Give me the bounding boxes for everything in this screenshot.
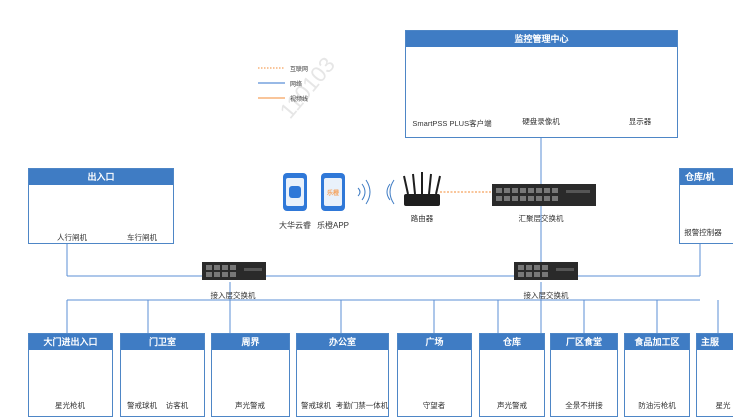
zone-canteen: 厂区食堂 — [550, 333, 618, 417]
zone-office-device-2-label: 考勤门禁一体机 — [335, 401, 389, 410]
lechange-app-label: 乐橙APP — [316, 221, 350, 230]
lechange-app-phone-icon: 乐橙 — [321, 173, 345, 211]
zone-main-partial-device-label: 星光 — [715, 401, 731, 410]
zone-guardroom-title: 门卫室 — [121, 334, 204, 350]
svg-text:乐橙: 乐橙 — [327, 189, 340, 197]
access-switch-1-icon — [202, 262, 266, 280]
nvr-label: 硬盘录像机 — [522, 117, 560, 126]
zone-canteen-device-label: 全景不拼接 — [565, 401, 603, 410]
zone-gate-device-label: 星光枪机 — [55, 401, 85, 410]
zone-office-device-1-label: 警戒球机 — [301, 401, 331, 410]
monitor-label: 显示器 — [628, 117, 652, 126]
turnstile-label: 人行闸机 — [57, 233, 87, 242]
zone-food-processing: 食品加工区 — [624, 333, 690, 417]
access-switch-2-label: 接入层交换机 — [523, 291, 569, 300]
aggregation-switch-icon — [492, 184, 596, 206]
zone-food-processing-title: 食品加工区 — [625, 334, 689, 350]
zone-guardroom-device-1-label: 警戒球机 — [127, 401, 157, 410]
zone-warehouse: 仓库 — [479, 333, 545, 417]
zone-gate-title: 大门进出入口 — [29, 334, 112, 350]
zone-plaza-title: 广场 — [398, 334, 471, 350]
monitor-center-panel: 监控管理中心 — [405, 30, 678, 138]
zone-warehouse-device-label: 声光警戒 — [497, 401, 527, 410]
alarm-controller-label: 报警控制器 — [684, 228, 722, 237]
zone-gate: 大门进出入口 — [28, 333, 113, 417]
zone-main-partial: 主服 — [696, 333, 733, 417]
legend-video-label: 视频线 — [290, 97, 309, 103]
zone-perimeter-title: 周界 — [212, 334, 289, 350]
warehouse-title: 仓库/机 — [680, 169, 733, 185]
zone-perimeter-device-label: 声光警戒 — [235, 401, 265, 410]
zone-warehouse-title: 仓库 — [480, 334, 544, 350]
access-switch-2-icon — [514, 262, 578, 280]
dahua-cloud-phone-icon — [283, 173, 307, 211]
pc-client-label: SmartPSS PLUS客户端 — [412, 119, 492, 128]
zone-plaza-device-label: 守望者 — [422, 401, 446, 410]
zone-guardroom: 门卫室 — [120, 333, 205, 417]
access-switch-1-label: 接入层交换机 — [210, 291, 256, 300]
barrier-gate-label: 车行闸机 — [127, 233, 157, 242]
router-icon — [403, 172, 441, 206]
router-label: 路由器 — [410, 214, 434, 223]
zone-main-partial-title: 主服 — [697, 334, 733, 350]
zone-office: 办公室 — [296, 333, 389, 417]
zone-guardroom-device-2-label: 访客机 — [165, 401, 189, 410]
wifi-signal-icon — [357, 179, 395, 205]
legend-internet-label: 互联网 — [290, 67, 309, 73]
dahua-cloud-label: 大华云睿 — [279, 221, 311, 230]
entrance-title: 出入口 — [29, 169, 173, 185]
zone-food-processing-device-label: 防油污枪机 — [638, 401, 676, 410]
zone-office-title: 办公室 — [297, 334, 388, 350]
monitor-center-title: 监控管理中心 — [406, 31, 677, 47]
entrance-panel: 出入口 — [28, 168, 174, 244]
watermark: 110103 — [275, 52, 340, 123]
zone-canteen-title: 厂区食堂 — [551, 334, 617, 350]
legend-network-label: 网络 — [290, 82, 303, 88]
agg-switch-label: 汇聚层交换机 — [518, 214, 564, 223]
warehouse-panel: 仓库/机 — [679, 168, 733, 244]
